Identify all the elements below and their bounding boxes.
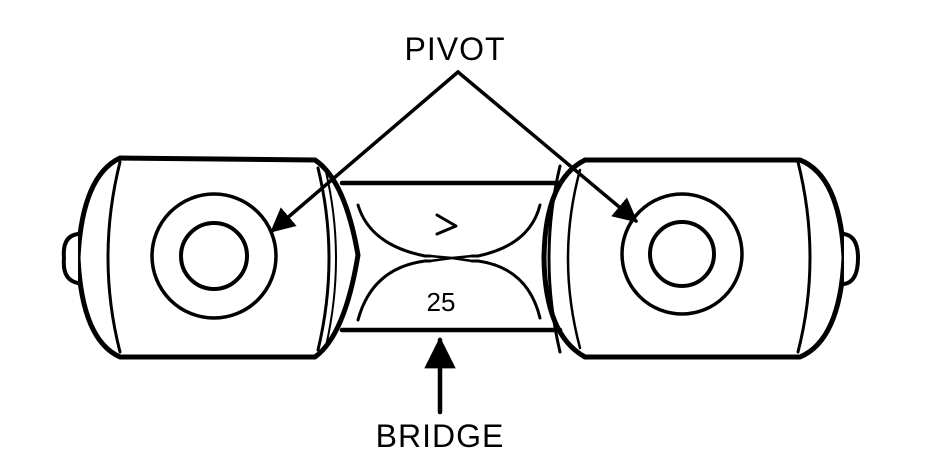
pivot-arrow-right [456,70,638,223]
bridge-label: BRIDGE [376,418,505,454]
right-barrel [541,157,860,360]
left-pivot-outer-ring [150,192,278,320]
bridge-body [339,180,563,333]
pivot-arrows [270,70,638,233]
pivot-arrow-left [270,70,460,233]
right-pivot-outer-ring [620,192,744,316]
bridge-number: 25 [427,287,456,317]
left-pivot-inner-ring [179,221,249,291]
pivot-label: PIVOT [404,31,505,67]
left-barrel [61,155,361,360]
right-pivot-inner-ring [648,220,716,288]
